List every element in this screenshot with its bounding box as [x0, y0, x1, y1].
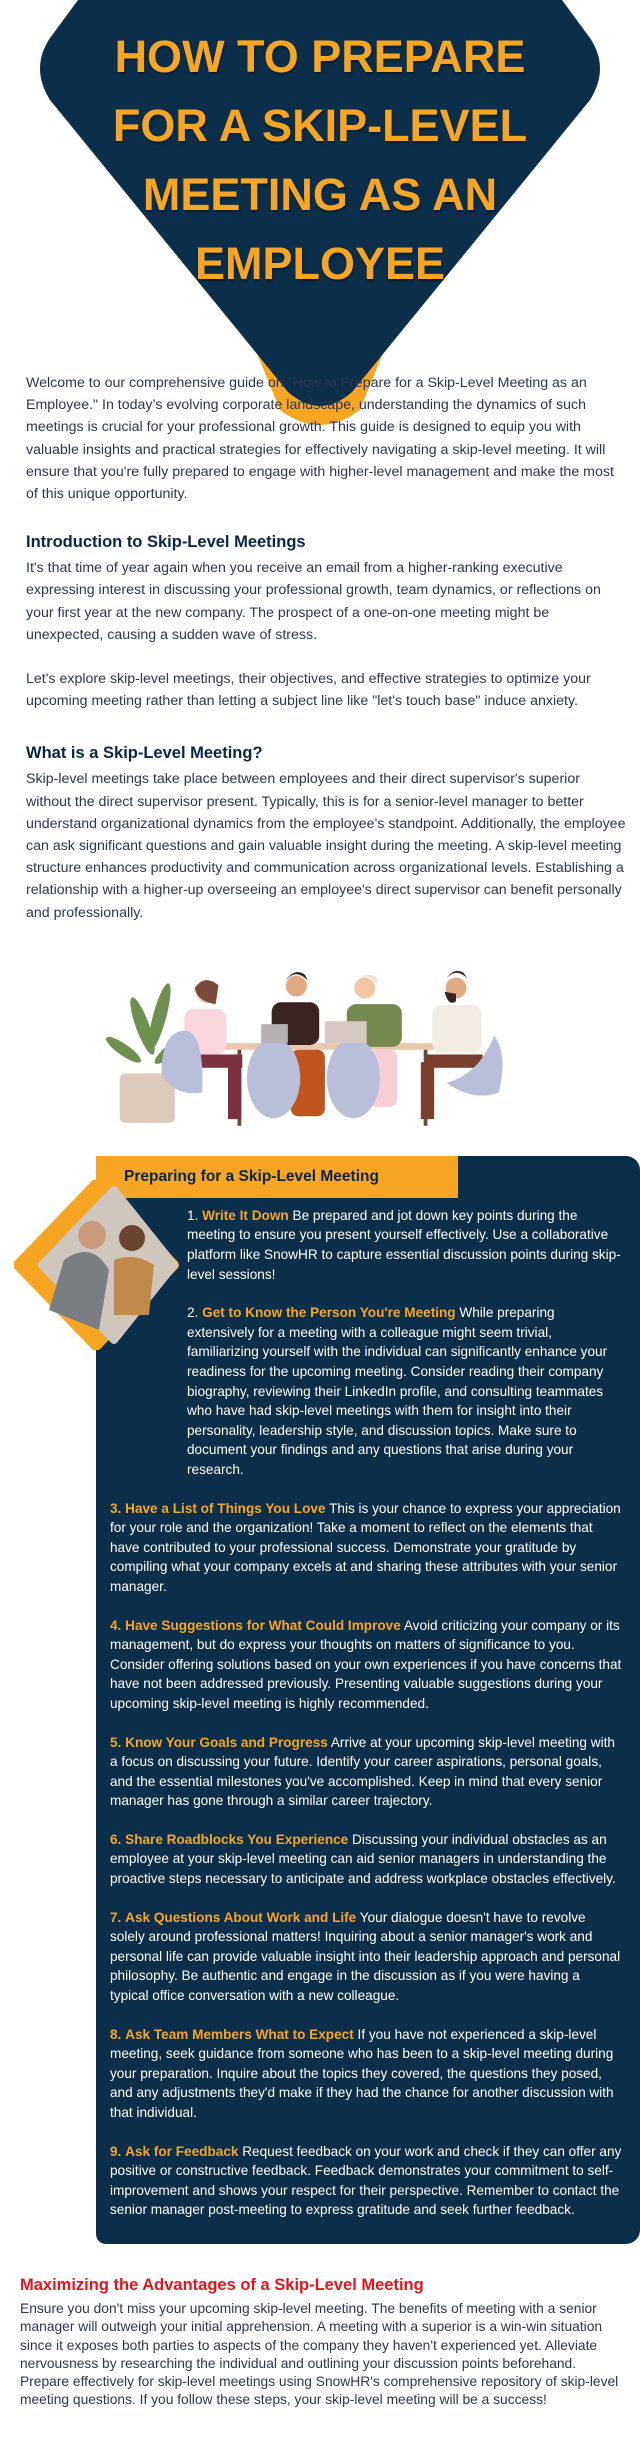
title-line: MEETING AS AN	[142, 169, 498, 220]
page-title: HOW TO PREPARE FOR A SKIP-LEVEL MEETING …	[20, 22, 620, 298]
tip-item-3: 3. Have a List of Things You Love This i…	[110, 1500, 621, 1594]
title-line: EMPLOYEE	[194, 238, 446, 289]
title-line: FOR A SKIP-LEVEL	[112, 100, 528, 151]
tip-label: Share Roadblocks You Experience	[125, 1831, 349, 1847]
maximizing-heading: Maximizing the Advantages of a Skip-Leve…	[20, 2275, 424, 2294]
hero-badge-shape	[40, 0, 600, 425]
maximizing-paragraph: Ensure you don't miss your upcoming skip…	[20, 2300, 619, 2408]
preparing-heading: Preparing for a Skip-Level Meeting	[96, 1155, 458, 1198]
tip-item-9: 9. Ask for Feedback Request feedback on …	[110, 2143, 622, 2218]
team-meeting-illustration	[106, 970, 503, 1126]
tip-label: Have Suggestions for What Could Improve	[125, 1617, 401, 1633]
tip-label: Write It Down	[202, 1207, 289, 1223]
maximizing-section: Maximizing the Advantages of a Skip-Leve…	[0, 2244, 640, 2450]
tip-item-7: 7. Ask Questions About Work and Life You…	[110, 1909, 621, 2004]
plant-pot	[119, 1073, 175, 1123]
hero-banner: HOW TO PREPARE FOR A SKIP-LEVEL MEETING …	[0, 0, 640, 425]
table	[210, 1042, 455, 1050]
tip-label: Ask Questions About Work and Life	[125, 1909, 357, 1925]
intro-heading: Introduction to Skip-Level Meetings	[26, 533, 306, 552]
preparing-panel: 1. Write It Down Be prepared and jot dow…	[96, 1155, 640, 2244]
article-body: Welcome to our comprehensive guide on "H…	[0, 372, 640, 924]
what-paragraph: Skip-level meetings take place between e…	[26, 771, 626, 921]
colleagues-photo	[14, 1179, 179, 1350]
tip-label: Know Your Goals and Progress	[125, 1734, 328, 1750]
preparing-section: Preparing for a Skip-Level Meeting 1. Wr…	[14, 1155, 640, 2244]
tip-label: Ask for Feedback	[125, 2143, 239, 2159]
tip-label: Have a List of Things You Love	[125, 1500, 326, 1516]
laptop	[261, 1023, 288, 1043]
tip-label: Ask Team Members What to Expect	[125, 2026, 354, 2042]
laptop	[324, 1021, 367, 1043]
tip-label: Get to Know the Person You're Meeting	[202, 1305, 456, 1321]
title-line: HOW TO PREPARE	[114, 31, 526, 82]
explore-paragraph: Let's explore skip-level meetings, their…	[26, 671, 591, 710]
person-2	[271, 972, 325, 1117]
tip-item-6: 6. Share Roadblocks You Experience Discu…	[110, 1831, 616, 1887]
tip-item-4: 4. Have Suggestions for What Could Impro…	[110, 1617, 622, 1711]
intro-section-paragraph: It's that time of year again when you re…	[26, 560, 601, 643]
person-4	[420, 970, 483, 1119]
what-heading: What is a Skip-Level Meeting?	[26, 744, 263, 763]
chairs	[161, 1030, 503, 1119]
tip-item-8: 8. Ask Team Members What to Expect If yo…	[110, 2026, 614, 2121]
tip-item-2: 2. Get to Know the Person You're Meeting…	[187, 1305, 608, 1477]
tip-item-5: 5. Know Your Goals and Progress Arrive a…	[110, 1734, 615, 1809]
plant-leaves	[106, 983, 188, 1064]
intro-paragraph: Welcome to our comprehensive guide on "H…	[26, 375, 614, 503]
tip-item-1: 1. Write It Down Be prepared and jot dow…	[187, 1207, 621, 1282]
